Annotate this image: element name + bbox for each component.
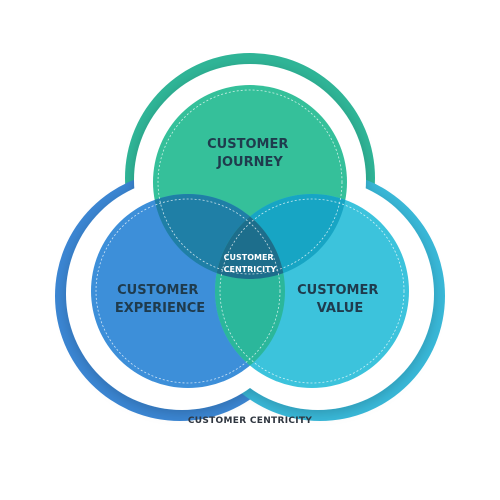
dashed-guides [95,89,405,384]
label-customer-value: CUSTOMER VALUE [297,283,383,316]
label-customer-journey: CUSTOMER JOURNEY [207,137,293,170]
diagram-caption: CUSTOMER CENTRICITY [187,416,313,426]
label-customer-experience: CUSTOMER EXPERIENCE [115,283,205,316]
center-customer-centricity [215,194,285,279]
label-customer-centricity: CUSTOMER CENTRICITY [224,253,277,274]
